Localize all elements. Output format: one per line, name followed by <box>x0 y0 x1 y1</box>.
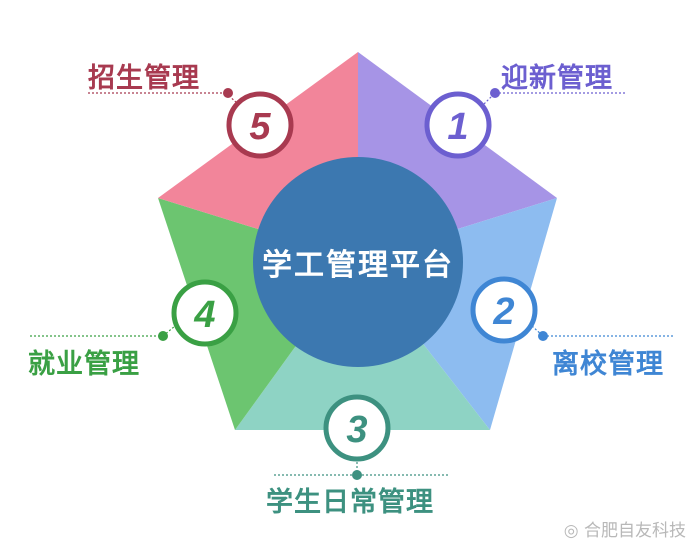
leader-dot-4 <box>158 331 168 341</box>
leader-dot-1 <box>490 88 500 98</box>
leader-dot-5 <box>223 88 233 98</box>
label-3: 学生日常管理 <box>266 487 434 518</box>
center-title: 学工管理平台 <box>262 248 454 283</box>
center-circle <box>253 157 463 367</box>
label-4: 就业管理 <box>28 349 140 380</box>
watermark: ◎ 合肥自友科技 <box>564 516 686 541</box>
weibo-icon: ◎ <box>563 521 579 541</box>
svg-text:3: 3 <box>346 409 367 451</box>
label-1: 迎新管理 <box>501 63 613 94</box>
badge-4: 4 <box>171 279 239 347</box>
label-2: 离校管理 <box>552 349 664 380</box>
svg-text:5: 5 <box>249 106 271 148</box>
badge-5: 5 <box>226 91 294 159</box>
leader-dot-2 <box>538 331 548 341</box>
badge-2: 2 <box>470 276 538 344</box>
svg-text:2: 2 <box>492 291 514 333</box>
label-5: 招生管理 <box>88 63 200 94</box>
svg-text:4: 4 <box>193 294 215 336</box>
svg-text:1: 1 <box>447 106 468 148</box>
watermark-text: 合肥自友科技 <box>584 521 686 541</box>
badge-3: 3 <box>323 394 391 462</box>
badge-1: 1 <box>424 91 492 159</box>
leader-dot-3 <box>352 470 362 480</box>
